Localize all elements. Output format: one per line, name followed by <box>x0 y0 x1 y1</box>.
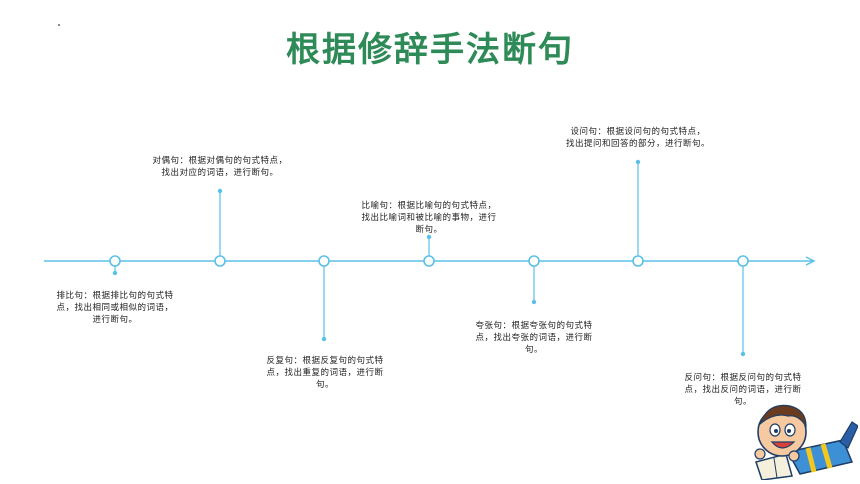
timeline-arrow-icon <box>805 256 816 266</box>
caption-kuazhang: 夸张句：根据夸张句的句式特点，找出夸张的词语，进行断句。 <box>475 321 593 355</box>
caption-duiou: 对偶句：根据对偶句的句式特点，找出对应的词语，进行断句。 <box>152 156 288 178</box>
timeline-node-1 <box>109 255 121 267</box>
caption-biyu: 比喻句：根据比喻句的句式特点，找出比喻词和被比喻的事物，进行断句。 <box>361 201 497 235</box>
timeline-node-4 <box>423 255 435 267</box>
caption-paibi: 排比句：根据排比句的句式特点，找出相同或相似的词语，进行断句。 <box>56 291 174 325</box>
caption-fanwen: 反问句：根据反问句的句式特点，找出反问的词语，进行断句。 <box>684 373 802 407</box>
cartoon-boy-reading-icon <box>754 404 858 480</box>
page-title: 根据修辞手法断句 <box>286 30 574 70</box>
dot-mark <box>58 24 60 26</box>
connector-dot <box>112 270 118 276</box>
timeline-node-6 <box>632 255 644 267</box>
timeline-node-3 <box>318 255 330 267</box>
timeline-node-2 <box>214 255 226 267</box>
caption-fanfu: 反复句：根据反复句的句式特点，找出重复的词语，进行断句。 <box>266 356 384 390</box>
caption-shewen: 设问句：根据设问句的句式特点，找出提问和回答的部分，进行断句。 <box>565 127 710 149</box>
timeline-node-7 <box>737 255 749 267</box>
timeline-node-5 <box>528 255 540 267</box>
